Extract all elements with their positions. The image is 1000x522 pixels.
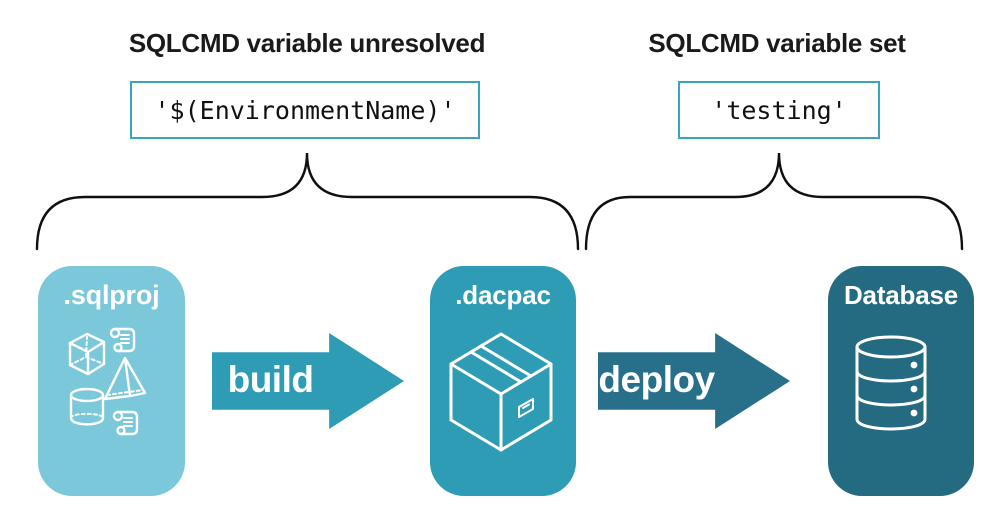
package-label-icon bbox=[518, 398, 534, 418]
code-box-testing-value: 'testing' bbox=[678, 81, 880, 139]
node-sqlproj: .sqlproj bbox=[38, 266, 185, 496]
script-scroll-icon bbox=[112, 410, 139, 436]
heading-sqlcmd-unresolved: SQLCMD variable unresolved bbox=[128, 28, 486, 58]
cylinder-icon bbox=[69, 387, 105, 403]
node-dacpac: .dacpac bbox=[430, 266, 576, 496]
left-brace bbox=[35, 152, 580, 251]
script-scroll-icon bbox=[109, 327, 136, 353]
build-arrow-label: build bbox=[227, 359, 314, 401]
node-database: Database bbox=[828, 266, 974, 496]
sql-objects-icon bbox=[68, 327, 147, 436]
database-cylinder-icon bbox=[855, 335, 927, 431]
heading-sqlcmd-set: SQLCMD variable set bbox=[648, 28, 906, 58]
node-database-label: Database bbox=[843, 280, 959, 310]
pyramid-icon bbox=[103, 356, 147, 401]
code-box-environment-variable: '$(EnvironmentName)' bbox=[130, 81, 480, 139]
node-dacpac-label: .dacpac bbox=[455, 280, 551, 310]
code-text-testing-value: 'testing' bbox=[711, 95, 847, 125]
right-brace bbox=[584, 152, 964, 251]
node-sqlproj-label: .sqlproj bbox=[63, 280, 160, 310]
package-box-icon bbox=[449, 332, 553, 452]
code-text-environment-variable: '$(EnvironmentName)' bbox=[154, 95, 456, 125]
deploy-arrow-label: deploy bbox=[598, 359, 715, 401]
